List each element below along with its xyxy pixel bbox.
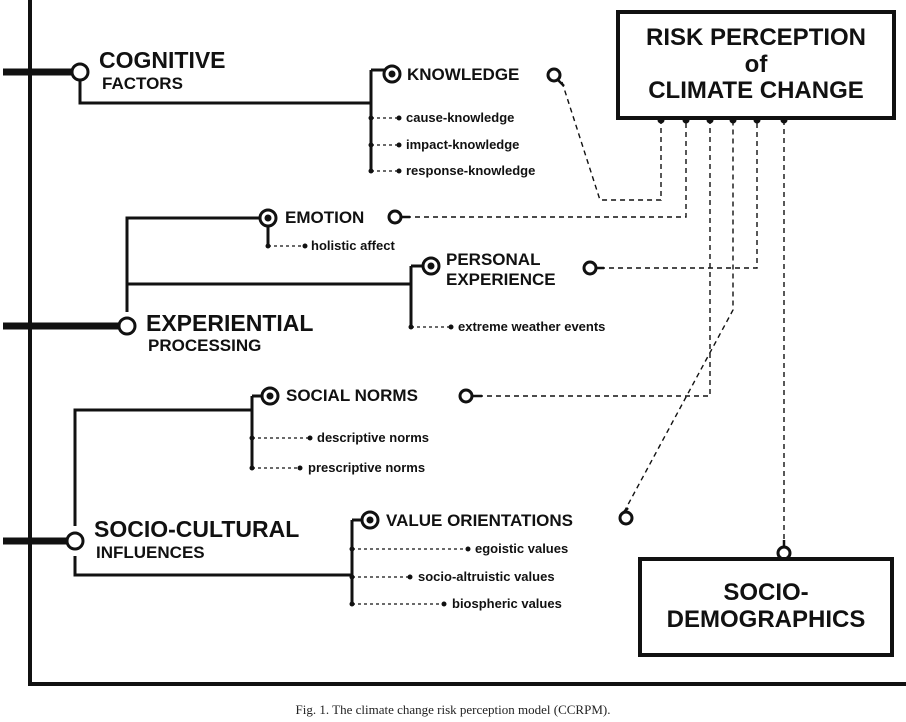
risk-box-line1: RISK PERCEPTION [645, 23, 867, 51]
socio-cultural-subtitle: INFLUENCES [96, 543, 205, 562]
knowledge-item-3: response-knowledge [406, 163, 536, 178]
experiential-title: EXPERIENTIAL [146, 310, 314, 336]
frame-axis [28, 0, 906, 686]
value-orientations-item-1: egoistic values [475, 541, 569, 556]
value-orientations-item-3: biospheric values [452, 596, 562, 611]
socio-demographics-box: SOCIO- DEMOGRAPHICS [638, 557, 894, 657]
social-norms-item-2: prescriptive norms [308, 460, 426, 475]
emotion-item-1: holistic affect [311, 238, 395, 253]
personal-experience-item-1: extreme weather events [458, 319, 606, 334]
socio-box-line2: DEMOGRAPHICS [666, 606, 866, 633]
knowledge-item-1: cause-knowledge [406, 110, 515, 125]
risk-box-line2: of [744, 50, 768, 78]
value-orientations-label: VALUE ORIENTATIONS [386, 511, 573, 530]
links-to-risk-perception [406, 81, 785, 540]
figure-caption: Fig. 1. The climate change risk percepti… [295, 702, 611, 717]
experiential-subtitle: PROCESSING [148, 336, 262, 355]
emotion-label: EMOTION [285, 208, 365, 227]
social-norms-item-1: descriptive norms [317, 430, 429, 445]
knowledge-label: KNOWLEDGE [407, 65, 520, 84]
tree-socio-cultural [73, 408, 252, 526]
personal-experience-line1: PERSONAL [446, 250, 541, 269]
tree-cognitive [78, 72, 371, 105]
cognitive-subtitle: FACTORS [102, 74, 183, 93]
dash-knowledge-items [371, 117, 398, 172]
connector-rings [65, 62, 792, 561]
cognitive-title: COGNITIVE [99, 47, 226, 73]
social-norms-label: SOCIAL NORMS [286, 386, 418, 405]
socio-cultural-title: SOCIO-CULTURAL [94, 516, 300, 542]
risk-perception-box: RISK PERCEPTION of CLIMATE CHANGE [616, 10, 896, 120]
tree-experiential [125, 216, 268, 312]
knowledge-item-2: impact-knowledge [406, 137, 520, 152]
bullseye-nodes [258, 64, 441, 530]
value-orientations-item-2: socio-altruistic values [418, 569, 555, 584]
risk-box-line3: CLIMATE CHANGE [648, 77, 864, 105]
socio-box-line1: SOCIO- [723, 579, 809, 607]
personal-experience-line2: EXPERIENCE [446, 270, 556, 289]
